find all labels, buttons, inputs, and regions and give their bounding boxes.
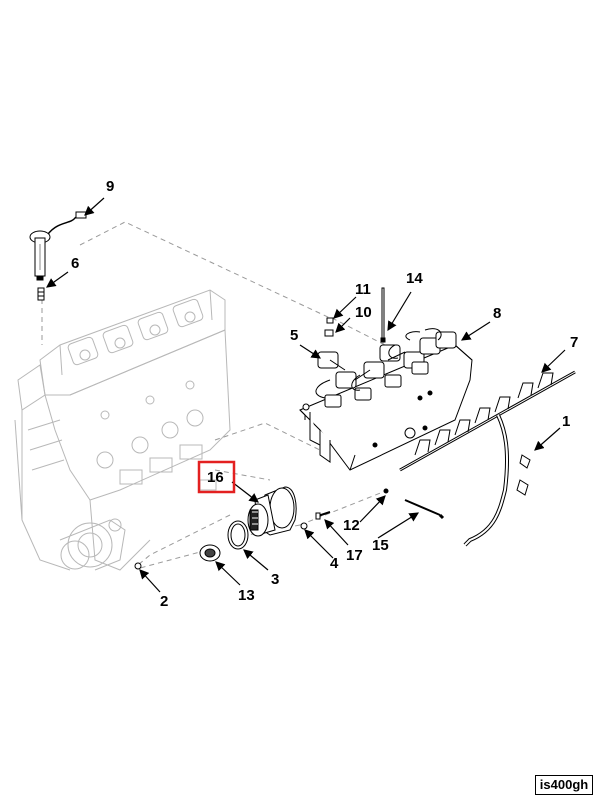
callout-16: 16 — [207, 469, 224, 486]
callout-9: 9 — [106, 178, 114, 195]
callout-2: 2 — [160, 593, 168, 610]
highlight-box — [197, 460, 236, 494]
callout-11: 11 — [355, 281, 371, 298]
callout-12: 12 — [343, 517, 360, 534]
engine-block — [14, 289, 231, 571]
fasteners — [134, 287, 445, 570]
wiring-harness-part-7 — [399, 370, 576, 547]
callout-5: 5 — [290, 327, 298, 344]
callout-14: 14 — [406, 270, 423, 287]
callout-3: 3 — [271, 571, 279, 588]
gasket-part-3 — [227, 520, 249, 550]
callout-labels: 9 6 11 10 14 5 8 7 1 16 12 15 4 17 3 13 … — [71, 178, 578, 610]
callout-1: 1 — [562, 413, 570, 430]
actuator-part-16 — [247, 486, 297, 537]
sensor-part-9 — [29, 211, 87, 301]
callout-10: 10 — [355, 304, 372, 321]
callout-6: 6 — [71, 255, 79, 272]
callout-leaders — [46, 197, 566, 593]
callout-15: 15 — [372, 537, 389, 554]
harness-bracket-part-8 — [299, 328, 473, 471]
seal-part-13 — [199, 544, 221, 562]
callout-7: 7 — [570, 334, 578, 351]
figure-reference-label: is400gh — [535, 775, 593, 795]
callout-17: 17 — [346, 547, 363, 564]
callout-4: 4 — [330, 555, 339, 572]
callout-8: 8 — [493, 305, 501, 322]
callout-13: 13 — [238, 587, 255, 604]
